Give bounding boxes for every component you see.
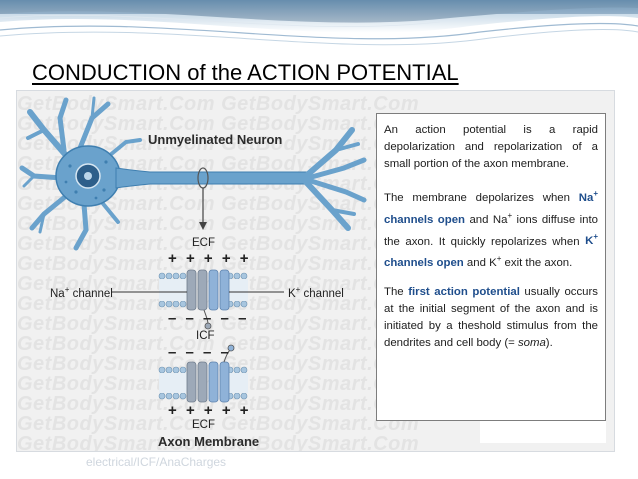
- k-channel-label: K+ channel: [288, 285, 344, 300]
- ion-channel-icon: [197, 361, 208, 403]
- explanation-paragraph-2: The membrane depolarizes when Na+ channe…: [384, 189, 598, 270]
- ecf-bottom-label: ECF: [192, 419, 215, 431]
- ecf-top-label: ECF: [192, 237, 215, 249]
- ion-channel-icon: [208, 361, 219, 403]
- watermark-row: GetBodySmart.Com GetBodySmart.Com: [17, 433, 420, 452]
- charges-bottom-row: + + + + +: [168, 402, 249, 419]
- ion-channel-icon: [186, 361, 197, 403]
- watermark-row: GetBodySmart.Com GetBodySmart.Com: [17, 313, 420, 335]
- watermark-row: GetBodySmart.Com GetBodySmart.Com: [17, 93, 420, 115]
- watermark-row: GetBodySmart.Com GetBodySmart.Com: [17, 393, 420, 415]
- membrane-upper: [112, 269, 284, 330]
- nucleolus-icon: [84, 172, 92, 180]
- membrane-caption: Axon Membrane: [158, 434, 260, 449]
- diagram-heading: Unmyelinated Neuron: [148, 132, 283, 147]
- arrow-head-icon: [199, 222, 207, 230]
- ion-channel-icon: [219, 269, 230, 311]
- na-channel-label: Na+ channel: [50, 285, 113, 300]
- watermark-row: GetBodySmart.Com GetBodySmart.Com: [17, 233, 420, 255]
- charges-middle-row: – – – – –: [168, 310, 247, 327]
- ion-channel-icon: [186, 269, 197, 311]
- watermark-row: GetBodySmart.Com GetBodySmart.Com: [17, 333, 420, 355]
- top-banner: [0, 0, 638, 60]
- slide-title: CONDUCTION of the ACTION POTENTIAL: [32, 60, 459, 85]
- ion-channel-icon: [208, 269, 219, 311]
- wave-decoration-icon: [0, 0, 638, 46]
- ion-channel-icon: [219, 361, 230, 403]
- explanation-paragraph-3: The first action potential usually occur…: [384, 286, 598, 350]
- faint-footer-text: electrical/ICF/AnaCharges: [86, 455, 227, 469]
- dendrites: [19, 96, 142, 251]
- axon-terminals: [303, 127, 367, 231]
- explanation-paragraph-1: An action potential is a rapid depolariz…: [384, 124, 598, 170]
- charges-top-row: + + + + +: [168, 250, 249, 267]
- corner-patch: [480, 421, 606, 443]
- soma-granules: [64, 160, 108, 200]
- ion-channel-icon: [197, 269, 208, 311]
- watermark-row: GetBodySmart.Com GetBodySmart.Com: [17, 253, 420, 275]
- membrane-lower: [158, 344, 248, 403]
- charges-lower-row: – – – –: [168, 344, 229, 361]
- explanation-box: An action potential is a rapid depolariz…: [376, 113, 606, 421]
- axon: [115, 167, 311, 189]
- watermark-row: GetBodySmart.Com GetBodySmart.Com: [17, 113, 420, 135]
- watermark-row: GetBodySmart.Com GetBodySmart.Com: [17, 413, 420, 435]
- icf-label: ICF: [196, 330, 215, 342]
